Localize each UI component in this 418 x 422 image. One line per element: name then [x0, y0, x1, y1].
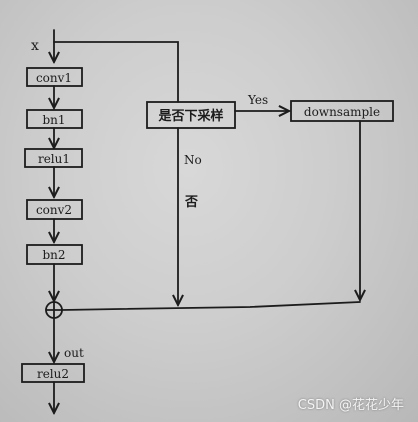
yes-label: Yes [247, 93, 268, 107]
layer-label-bn2: bn2 [42, 248, 65, 262]
layer-label-conv1: conv1 [36, 71, 72, 85]
no-note-label: 否 [184, 195, 198, 210]
no-label: No [184, 153, 202, 167]
merge-line [61, 301, 361, 311]
input-label: x [31, 38, 39, 54]
downsample-box [290, 100, 394, 122]
layer-box-relu2 [21, 363, 85, 383]
output-label: out [64, 346, 84, 360]
decision-box [146, 101, 236, 129]
skip-branch-line [53, 41, 179, 103]
layer-label-relu1: relu1 [38, 152, 70, 166]
decision-label: 是否下采样 [157, 108, 223, 124]
layer-label-conv2: conv2 [36, 203, 72, 217]
watermark: CSDN @花花少年 [297, 398, 404, 413]
downsample-label: downsample [304, 105, 380, 119]
layer-label-bn1: bn1 [42, 113, 65, 127]
layer-label-relu2: relu2 [37, 367, 69, 381]
